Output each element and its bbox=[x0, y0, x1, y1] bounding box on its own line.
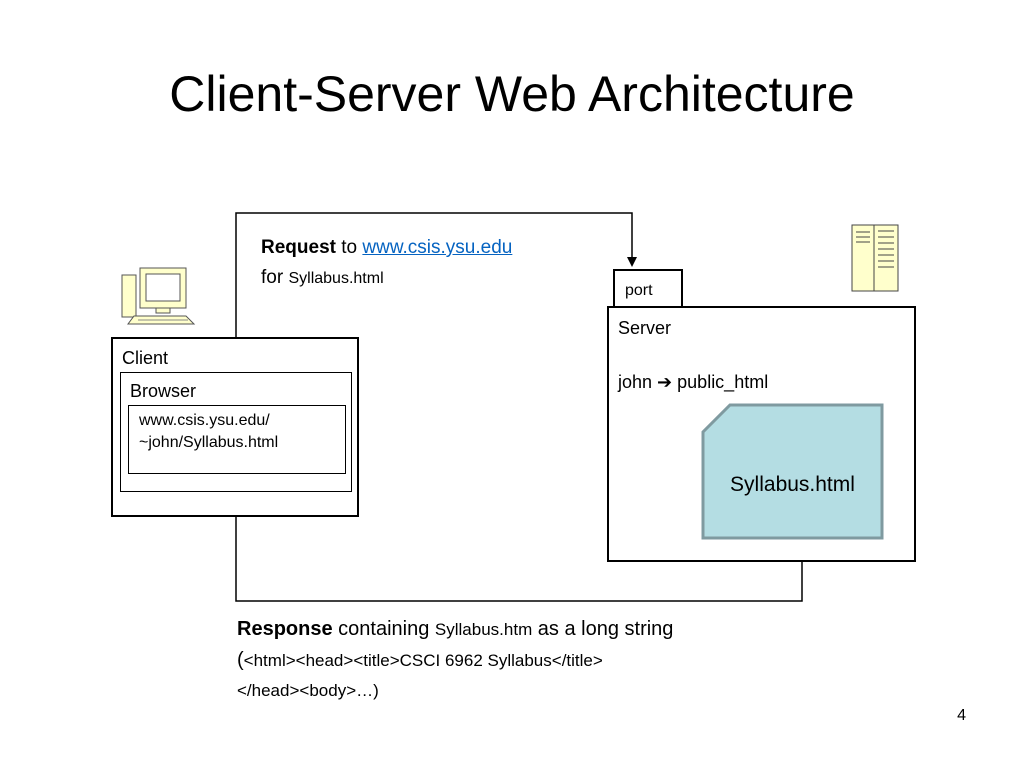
browser-address-box[interactable]: www.csis.ysu.edu/ ~john/Syllabus.html bbox=[128, 405, 346, 474]
server-label: Server bbox=[618, 318, 672, 338]
response-paren: ( bbox=[237, 649, 244, 671]
request-for-line: for Syllabus.html bbox=[261, 265, 384, 291]
response-arrow bbox=[231, 493, 803, 602]
response-tail: as a long string bbox=[537, 618, 674, 640]
response-html-1: <html><head><title>CSCI 6962 Syllabus</t… bbox=[243, 651, 603, 670]
port-label: port bbox=[625, 282, 653, 299]
slide-title: Client-Server Web Architecture bbox=[169, 66, 855, 122]
server-mapping: john ➔ public_html bbox=[618, 371, 768, 393]
client-label: Client bbox=[122, 348, 169, 368]
request-to: to bbox=[341, 237, 358, 258]
address-line-1: www.csis.ysu.edu/ bbox=[139, 412, 270, 429]
request-arrow bbox=[235, 212, 637, 338]
response-html-line-2: </head><body>…) bbox=[237, 675, 379, 706]
client-box: Client Browser www.csis.ysu.edu/ ~john/S… bbox=[111, 337, 359, 517]
request-for: for bbox=[261, 267, 284, 288]
address-line-2: ~john/Syllabus.html bbox=[139, 434, 279, 451]
mapping-dir: public_html bbox=[677, 372, 769, 392]
syllabus-file-label: Syllabus.html bbox=[730, 473, 855, 496]
page-number: 4 bbox=[957, 707, 966, 724]
mapping-arrow-icon: ➔ bbox=[657, 372, 673, 392]
browser-label: Browser bbox=[130, 381, 197, 401]
response-label: Response containing Syllabus.htm as a lo… bbox=[237, 614, 673, 645]
response-file: Syllabus.htm bbox=[434, 620, 533, 639]
request-url-link[interactable]: www.csis.ysu.edu bbox=[362, 237, 513, 258]
request-label: Request to www.csis.ysu.edu bbox=[261, 235, 512, 261]
request-bold: Request bbox=[261, 237, 336, 258]
response-bold: Response bbox=[237, 618, 333, 640]
request-file: Syllabus.html bbox=[288, 270, 384, 287]
response-html-2: </head><body>…) bbox=[237, 681, 379, 700]
response-containing: containing bbox=[338, 618, 430, 640]
response-html-line-1: (<html><head><title>CSCI 6962 Syllabus</… bbox=[237, 645, 603, 676]
mapping-user: john bbox=[618, 372, 653, 392]
browser-window: Browser www.csis.ysu.edu/ ~john/Syllabus… bbox=[120, 372, 352, 492]
